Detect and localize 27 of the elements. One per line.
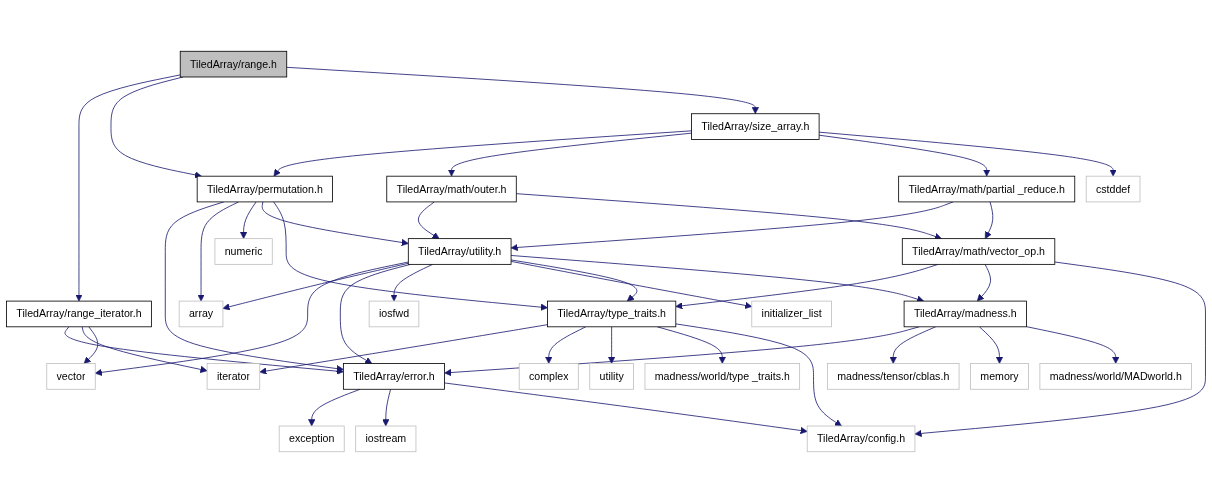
node-box: numeric [214,238,273,265]
node-box: TiledArray/madness.h [903,300,1027,328]
node-box: madness/world/type _traits.h [644,363,801,390]
node-box: exception [278,425,345,453]
node-box: vector [46,363,96,390]
node-box: TiledArray/type_traits.h [547,300,677,328]
node-box: TiledArray/range_iterator.h [6,300,152,328]
node-box: TiledArray/size_array.h [691,113,820,140]
node-box: TiledArray/math/vector_op.h [901,238,1056,265]
node-box: array [178,300,224,328]
node-box: TiledArray/permutation.h [196,175,333,203]
node-box: TiledArray/error.h [342,363,445,390]
node-box: iosfwd [368,300,420,328]
node-box: complex [518,363,579,390]
node-box: TiledArray/range.h [179,50,288,78]
node-box: utility [589,363,634,390]
node-box: madness/tensor/cblas.h [827,363,960,390]
node-box: iostream [355,425,417,453]
node-box: memory [970,363,1029,390]
node-box: TiledArray/utility.h [407,238,512,265]
node-box: iterator [206,363,261,390]
node-box: TiledArray/math/outer.h [386,175,517,203]
node-box: TiledArray/config.h [806,425,916,453]
node-box: madness/world/MADworld.h [1039,363,1192,390]
node-box: initializer_list [751,300,832,328]
node-box: cstddef [1085,175,1141,203]
node-box: TiledArray/math/partial _reduce.h [898,175,1076,203]
